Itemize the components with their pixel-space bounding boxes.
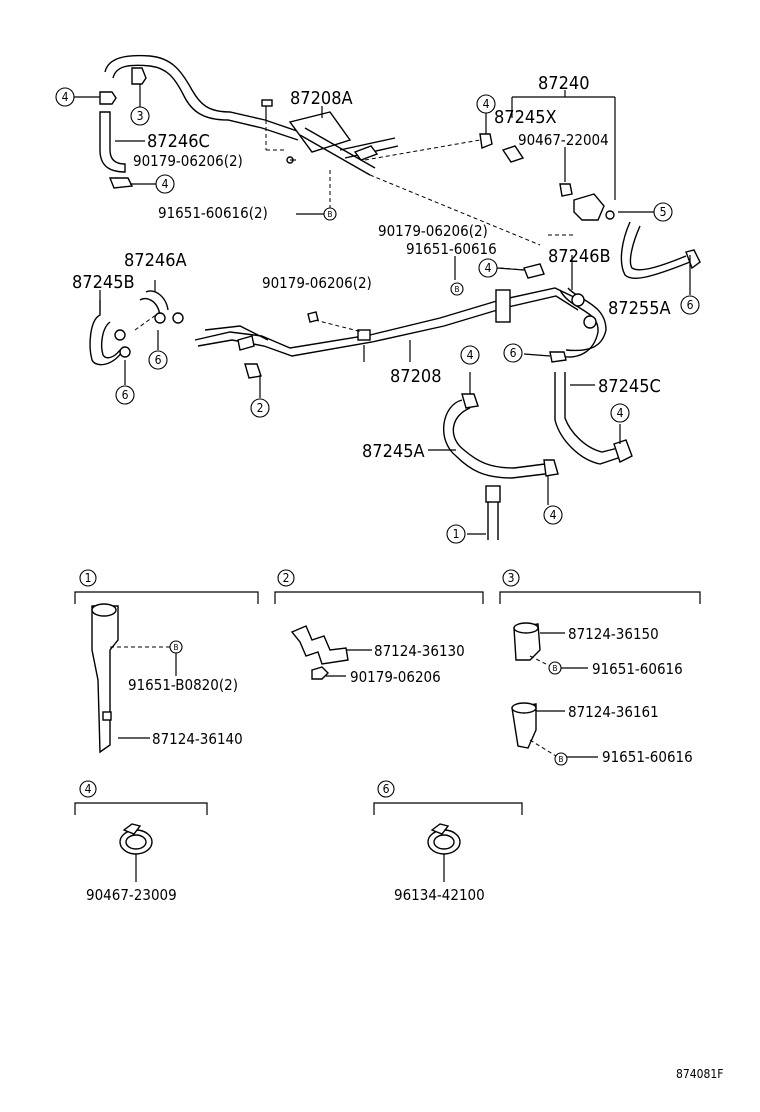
label-87245B[interactable]: 87245B	[72, 272, 135, 293]
label-87246C[interactable]: 87246C	[147, 131, 210, 152]
part-labels: 87240 87208A 87245X 90467-22004 87246C 9…	[72, 73, 671, 462]
svg-text:4: 4	[467, 348, 474, 362]
label-96134-42100[interactable]: 96134-42100	[394, 886, 485, 904]
valve-87240-assembly	[479, 90, 701, 295]
bolt-b-marker[interactable]: B	[323, 207, 337, 221]
callout-4[interactable]: 4	[460, 345, 480, 365]
callout-1[interactable]: 1	[446, 524, 466, 544]
callout-4[interactable]: 4	[543, 505, 563, 525]
label-90179-06206-2[interactable]: 90179-06206(2)	[262, 274, 372, 292]
svg-text:4: 4	[485, 261, 492, 275]
detail-2-badge: 2	[277, 569, 295, 587]
svg-text:B: B	[559, 755, 564, 764]
label-87240[interactable]: 87240	[538, 73, 590, 94]
callout-6[interactable]: 6	[503, 343, 523, 363]
callout-2[interactable]: 2	[250, 398, 270, 418]
label-87124-36150[interactable]: 87124-36150	[568, 625, 659, 643]
svg-text:6: 6	[155, 353, 162, 367]
detail-2: 2 87124-36130 90179-06206	[274, 569, 484, 686]
detail-1-badge: 1	[79, 569, 97, 587]
detail-3-badge: 3	[502, 569, 520, 587]
svg-text:B: B	[553, 664, 558, 673]
label-91651-60616[interactable]: 91651-60616	[592, 660, 683, 678]
svg-text:4: 4	[62, 90, 69, 104]
label-87245X[interactable]: 87245X	[494, 107, 557, 128]
svg-text:6: 6	[383, 782, 390, 796]
bolt-b-marker[interactable]: B	[169, 640, 183, 654]
svg-text:6: 6	[687, 298, 694, 312]
label-90467-23009[interactable]: 90467-23009	[86, 886, 177, 904]
detail-1: 1 B 91651-B0820(2) 87124-36140	[74, 569, 259, 754]
detail-4: 4 90467-23009	[74, 780, 208, 904]
hose-clamp-icon	[427, 823, 461, 855]
callout-4[interactable]: 4	[55, 87, 75, 107]
hose-87245B-assembly	[89, 280, 184, 385]
svg-text:5: 5	[660, 205, 667, 219]
svg-text:4: 4	[162, 177, 169, 191]
label-90179-06206[interactable]: 90179-06206	[350, 668, 441, 686]
label-87124-36130[interactable]: 87124-36130	[374, 642, 465, 660]
svg-text:B: B	[328, 210, 333, 219]
label-87245A[interactable]: 87245A	[362, 441, 425, 462]
bolt-b-marker[interactable]: B	[554, 752, 568, 766]
hose-87246C-assembly	[99, 54, 301, 189]
label-87124-36140[interactable]: 87124-36140	[152, 730, 243, 748]
label-87246A[interactable]: 87246A	[124, 250, 187, 271]
hose-clamp-icon	[119, 823, 153, 855]
hose-87245A-assembly	[428, 351, 633, 540]
svg-text:6: 6	[122, 388, 129, 402]
label-87208[interactable]: 87208	[390, 366, 442, 387]
callout-6[interactable]: 6	[115, 385, 135, 405]
callout-4[interactable]: 4	[610, 403, 630, 423]
label-90179-06206-2[interactable]: 90179-06206(2)	[378, 222, 488, 240]
detail-4-badge: 4	[79, 780, 97, 798]
svg-text:3: 3	[508, 571, 515, 585]
label-91651-60616[interactable]: 91651-60616	[602, 748, 693, 766]
svg-text:1: 1	[85, 571, 92, 585]
svg-text:4: 4	[550, 508, 557, 522]
svg-text:1: 1	[453, 527, 460, 541]
label-87208A[interactable]: 87208A	[290, 88, 353, 109]
callout-3[interactable]: 3	[130, 106, 150, 126]
label-87124-36161[interactable]: 87124-36161	[568, 703, 659, 721]
svg-text:2: 2	[257, 401, 264, 415]
label-91651-60616[interactable]: 91651-60616	[406, 240, 497, 258]
callout-6[interactable]: 6	[148, 350, 168, 370]
detail-6: 6 96134-42100	[373, 780, 523, 904]
callouts: 4 3 4 4 5 6 4 6 6 2 4 6 4 4 1 B B	[55, 84, 700, 544]
svg-text:B: B	[455, 285, 460, 294]
svg-text:3: 3	[137, 109, 144, 123]
svg-text:B: B	[174, 643, 179, 652]
svg-text:4: 4	[85, 782, 92, 796]
pipe-87208A	[261, 99, 541, 246]
svg-text:4: 4	[483, 97, 490, 111]
label-90179-06206-2[interactable]: 90179-06206(2)	[133, 152, 243, 170]
callout-4[interactable]: 4	[476, 94, 496, 114]
label-87246B[interactable]: 87246B	[548, 246, 611, 267]
svg-text:2: 2	[283, 571, 290, 585]
svg-text:4: 4	[617, 406, 624, 420]
label-87255A[interactable]: 87255A	[608, 298, 671, 319]
detail-6-badge: 6	[377, 780, 395, 798]
label-90467-22004[interactable]: 90467-22004	[518, 131, 609, 149]
callout-4[interactable]: 4	[478, 258, 498, 278]
callout-4[interactable]: 4	[155, 174, 175, 194]
bolt-b-marker[interactable]: B	[548, 661, 562, 675]
label-91651-60616-2[interactable]: 91651-60616(2)	[158, 204, 268, 222]
svg-text:6: 6	[510, 346, 517, 360]
pipe-87208	[194, 255, 607, 398]
detail-3: 3 87124-36150 B 91651-60616 87124-36161 …	[499, 569, 701, 766]
label-87245C[interactable]: 87245C	[598, 376, 661, 397]
label-91651-B0820-2[interactable]: 91651-B0820(2)	[128, 676, 238, 694]
callout-6[interactable]: 6	[680, 295, 700, 315]
bolt-b-marker[interactable]: B	[450, 282, 464, 296]
diagram-id: 874081F	[676, 1067, 723, 1081]
callout-5[interactable]: 5	[653, 202, 673, 222]
